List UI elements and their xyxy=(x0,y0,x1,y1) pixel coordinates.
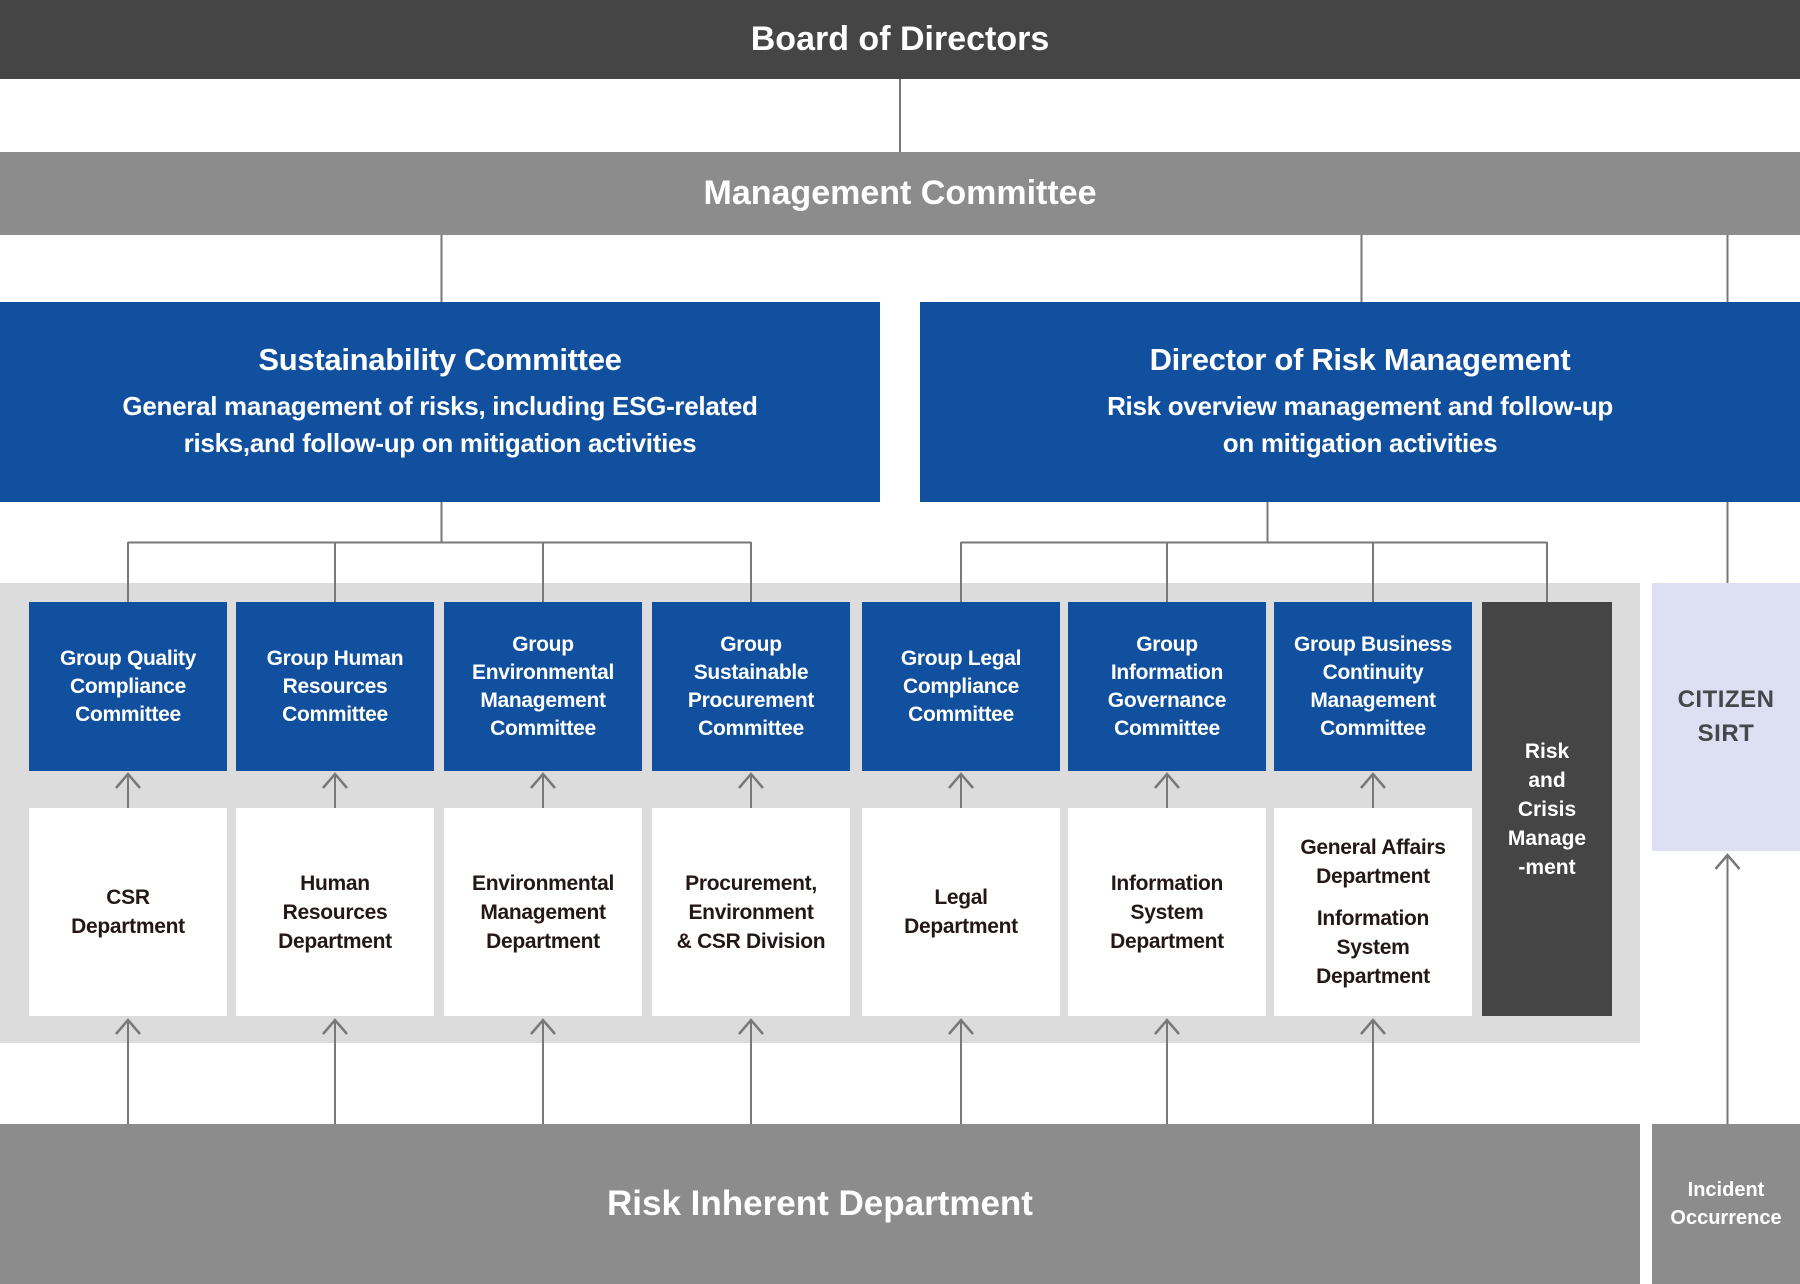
risk-and-crisis-management-label: Risk and Crisis Manage -ment xyxy=(1507,739,1587,879)
department-label: Procurement, Environment & CSR Division xyxy=(676,871,826,953)
department-box: Procurement, Environment & CSR Division xyxy=(652,808,850,1016)
department-label: CSR Department xyxy=(71,886,185,938)
department-box: Human Resources Department xyxy=(236,808,434,1016)
citizen-sirt-label: CITIZEN SIRT xyxy=(1677,686,1775,747)
incident-occurrence-label: Incident Occurrence xyxy=(1670,1179,1782,1229)
department-box: CSR Department xyxy=(29,808,227,1016)
committee-label: Group Information Governance Committee xyxy=(1107,632,1227,740)
incident-occurrence-box: Incident Occurrence xyxy=(1652,1124,1800,1284)
committee-box: Group Quality Compliance Committee xyxy=(29,602,227,771)
committee-box: Group Environmental Management Committee xyxy=(444,602,642,771)
committee-box: Group Business Continuity Management Com… xyxy=(1274,602,1472,771)
department-label: Human Resources Department xyxy=(278,871,392,953)
committee-box: Group Information Governance Committee xyxy=(1068,602,1266,771)
committee-box: Group Legal Compliance Committee xyxy=(862,602,1060,771)
department-label: Information System Department xyxy=(1316,907,1430,988)
management-committee-bar: Management Committee xyxy=(0,152,1800,235)
board-of-directors-bar: Board of Directors xyxy=(0,0,1800,79)
sustainability-committee-description: General management of risks, including E… xyxy=(122,391,758,458)
department-box: Information System Department xyxy=(1068,808,1266,1016)
committees-departments-panel: Group Quality Compliance Committee Group … xyxy=(0,583,1640,1043)
department-label: General Affairs Department xyxy=(1300,836,1446,888)
department-box: Environmental Management Department xyxy=(444,808,642,1016)
committee-label: Group Sustainable Procurement Committee xyxy=(687,632,815,740)
risk-inherent-department-label: Risk Inherent Department xyxy=(607,1184,1033,1223)
sustainability-committee-title: Sustainability Committee xyxy=(258,342,622,377)
committee-box: Group Human Resources Committee xyxy=(236,602,434,771)
director-of-risk-management-box: Director of Risk Management Risk overvie… xyxy=(920,302,1800,502)
committee-label: Group Legal Compliance Committee xyxy=(900,646,1022,726)
director-of-risk-management-title: Director of Risk Management xyxy=(1149,342,1571,377)
committee-label: Group Business Continuity Management Com… xyxy=(1294,632,1452,740)
risk-and-crisis-management-box: Risk and Crisis Manage -ment xyxy=(1482,602,1612,1016)
department-label: Environmental Management Department xyxy=(472,871,614,953)
committee-label: Group Quality Compliance Committee xyxy=(59,646,197,726)
department-label: Information System Department xyxy=(1110,871,1224,953)
board-of-directors-label: Board of Directors xyxy=(750,20,1050,58)
department-label: Legal Department xyxy=(904,886,1018,938)
department-box: Legal Department xyxy=(862,808,1060,1016)
director-of-risk-management-description: Risk overview management and follow-up o… xyxy=(1107,391,1613,458)
risk-inherent-department-bar: Risk Inherent Department xyxy=(0,1124,1640,1284)
sustainability-committee-box: Sustainability Committee General managem… xyxy=(0,302,880,502)
citizen-sirt-box: CITIZEN SIRT xyxy=(1652,583,1800,851)
committee-label: Group Environmental Management Committee xyxy=(472,632,614,740)
committee-box: Group Sustainable Procurement Committee xyxy=(652,602,850,771)
management-committee-label: Management Committee xyxy=(703,174,1097,212)
committee-label: Group Human Resources Committee xyxy=(266,646,404,726)
